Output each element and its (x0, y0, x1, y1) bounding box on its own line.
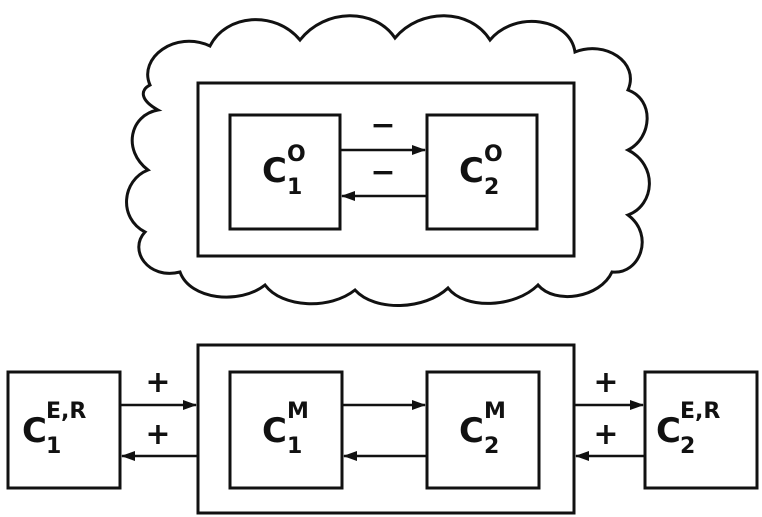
edge-sign-left-lower: + (145, 417, 170, 452)
node-c0-1-sub: 1 (287, 175, 302, 200)
node-c0-2-label: C (459, 151, 484, 191)
node-cer-2-sub: 2 (680, 434, 695, 459)
cloud-outline (125, 14, 651, 307)
node-cm-2-label: C (459, 411, 484, 451)
node-cer-1-box (6, 370, 122, 490)
node-cm-2-box (425, 370, 541, 490)
node-c0-2-box (425, 113, 539, 231)
node-cm-1-sup: M (287, 399, 309, 424)
node-c0-2-sub: 2 (484, 175, 499, 200)
node-cm-2-sub: 2 (484, 434, 499, 459)
node-cer-2-box (643, 370, 759, 490)
node-cer-1-sub: 1 (46, 434, 61, 459)
node-cm-2-sup: M (484, 399, 506, 424)
node-cer-1-label: C (22, 411, 47, 451)
node-cer-2-label: C (656, 411, 681, 451)
edge-sign-upper-top: − (370, 108, 395, 143)
edge-sign-right-upper: + (593, 365, 618, 400)
node-cm-1-box (228, 370, 344, 490)
node-cer-1-sup: E,R (46, 399, 86, 424)
node-c0-1-sup: O (287, 142, 306, 167)
node-c0-2-sup: O (484, 142, 503, 167)
node-cm-1-label: C (262, 411, 287, 451)
edge-sign-right-lower: + (593, 417, 618, 452)
node-c0-1-label: C (262, 151, 287, 191)
edge-sign-left-upper: + (145, 365, 170, 400)
edge-sign-lower-top: − (370, 155, 395, 190)
node-cm-1-sub: 1 (287, 434, 302, 459)
node-c0-1-box (228, 113, 342, 231)
node-cer-2-sup: E,R (680, 399, 720, 424)
